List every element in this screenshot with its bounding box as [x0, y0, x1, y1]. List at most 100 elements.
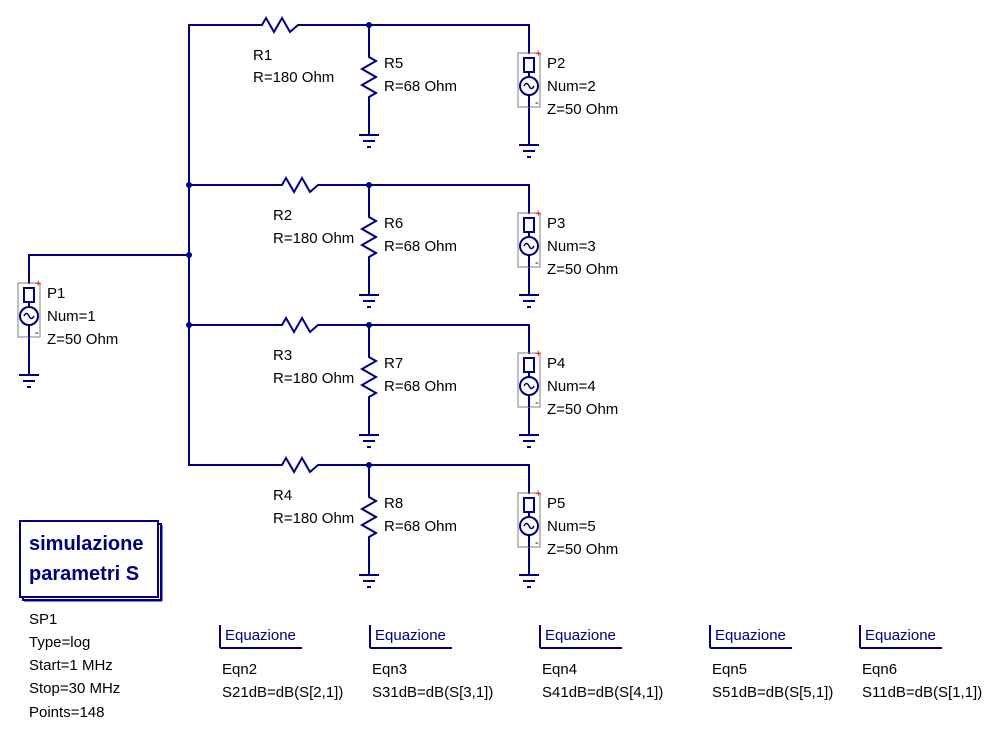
resistor-r5[interactable]: [359, 52, 379, 98]
port-plus-sign: +: [535, 48, 541, 60]
port-name: P2: [547, 55, 565, 72]
port-plus-sign: +: [535, 348, 541, 360]
port-num: Num=4: [547, 378, 596, 395]
port-impedance: Z=50 Ohm: [47, 331, 118, 348]
ground-icon: [519, 434, 539, 448]
ground-icon: [519, 574, 539, 588]
resistor-value: R=180 Ohm: [273, 510, 354, 527]
equation-expression: S21dB=dB(S[2,1]): [222, 684, 343, 701]
equation-eqn3[interactable]: Equazione: [369, 625, 452, 649]
port-num: Num=2: [547, 78, 596, 95]
equation-name: Eqn5: [712, 661, 747, 678]
port-plus-sign: +: [35, 278, 41, 290]
ground-icon: [19, 374, 39, 388]
ground-icon: [359, 294, 379, 308]
ground-icon: [519, 144, 539, 158]
equation-eqn6[interactable]: Equazione: [859, 625, 942, 649]
simulation-points: Points=148: [29, 704, 104, 721]
junction-dot: [186, 252, 192, 258]
equation-name: Eqn3: [372, 661, 407, 678]
grounds: [19, 134, 539, 588]
ground-icon: [359, 434, 379, 448]
wire: [28, 254, 190, 284]
port-p1[interactable]: + -: [17, 278, 41, 339]
junction-dot: [366, 322, 372, 328]
wires: [28, 24, 530, 576]
simulation-title-line2: parametri S: [29, 563, 139, 585]
resistor-r8[interactable]: [359, 492, 379, 538]
port-impedance: Z=50 Ohm: [547, 101, 618, 118]
port-p4[interactable]: + -: [517, 348, 541, 409]
port-num: Num=1: [47, 308, 96, 325]
simulation-stop: Stop=30 MHz: [29, 680, 120, 697]
junction-dot: [366, 22, 372, 28]
resistor-value: R=68 Ohm: [384, 518, 457, 535]
port-minus-sign: -: [535, 257, 539, 269]
resistor-r6[interactable]: [359, 212, 379, 258]
junction-dot: [186, 322, 192, 328]
junction-dot: [186, 182, 192, 188]
equation-title: Equazione: [225, 627, 296, 644]
equation-name: Eqn2: [222, 661, 257, 678]
port-plus-sign: +: [535, 488, 541, 500]
equation-expression: S11dB=dB(S[1,1]): [862, 684, 982, 701]
resistor-name: R6: [384, 215, 403, 232]
port-impedance: Z=50 Ohm: [547, 261, 618, 278]
port-impedance: Z=50 Ohm: [547, 401, 618, 418]
equation-expression: S41dB=dB(S[4,1]): [542, 684, 663, 701]
port-minus-sign: -: [535, 397, 539, 409]
resistor-value: R=68 Ohm: [384, 78, 457, 95]
simulation-start: Start=1 MHz: [29, 657, 113, 674]
port-minus-sign: -: [535, 537, 539, 549]
port-name: P5: [547, 495, 565, 512]
resistor-r4[interactable]: [270, 455, 330, 475]
resistor-value: R=180 Ohm: [273, 370, 354, 387]
simulation-block[interactable]: simulazione parametri S: [19, 520, 163, 602]
equation-eqn4[interactable]: Equazione: [539, 625, 622, 649]
resistor-name: R3: [273, 347, 292, 364]
resistor-name: R4: [273, 487, 292, 504]
equation-title: Equazione: [715, 627, 786, 644]
resistor-r1[interactable]: [250, 15, 310, 35]
ground-icon: [519, 294, 539, 308]
equation-title: Equazione: [545, 627, 616, 644]
equation-title: Equazione: [375, 627, 446, 644]
port-p3[interactable]: + -: [517, 208, 541, 269]
resistor-r2[interactable]: [270, 175, 330, 195]
port-p5[interactable]: + -: [517, 488, 541, 549]
equation-name: Eqn4: [542, 661, 577, 678]
equation-eqn2[interactable]: Equazione: [219, 625, 302, 649]
resistor-name: R8: [384, 495, 403, 512]
port-p2[interactable]: + -: [517, 48, 541, 109]
port-plus-sign: +: [535, 208, 541, 220]
junctions: [186, 22, 372, 468]
resistor-r3[interactable]: [270, 315, 330, 335]
port-name: P1: [47, 285, 65, 302]
resistor-value: R=180 Ohm: [253, 69, 334, 86]
resistors-series: [250, 15, 330, 475]
equation-expression: S51dB=dB(S[5,1]): [712, 684, 833, 701]
resistor-name: R7: [384, 355, 403, 372]
port-minus-sign: -: [35, 327, 39, 339]
resistor-value: R=180 Ohm: [273, 230, 354, 247]
equation-eqn5[interactable]: Equazione: [709, 625, 792, 649]
simulation-name: SP1: [29, 611, 57, 628]
resistor-name: R1: [253, 47, 272, 64]
resistor-value: R=68 Ohm: [384, 238, 457, 255]
junction-dot: [366, 182, 372, 188]
ground-icon: [359, 134, 379, 148]
junction-dot: [366, 462, 372, 468]
resistor-r7[interactable]: [359, 352, 379, 398]
resistor-value: R=68 Ohm: [384, 378, 457, 395]
port-minus-sign: -: [535, 97, 539, 109]
resistor-name: R2: [273, 207, 292, 224]
resistors-shunt: [359, 52, 379, 538]
port-name: P3: [547, 215, 565, 232]
port-num: Num=5: [547, 518, 596, 535]
resistor-name: R5: [384, 55, 403, 72]
ground-icon: [359, 574, 379, 588]
port-num: Num=3: [547, 238, 596, 255]
port-name: P4: [547, 355, 565, 372]
simulation-title-line1: simulazione: [29, 533, 143, 555]
